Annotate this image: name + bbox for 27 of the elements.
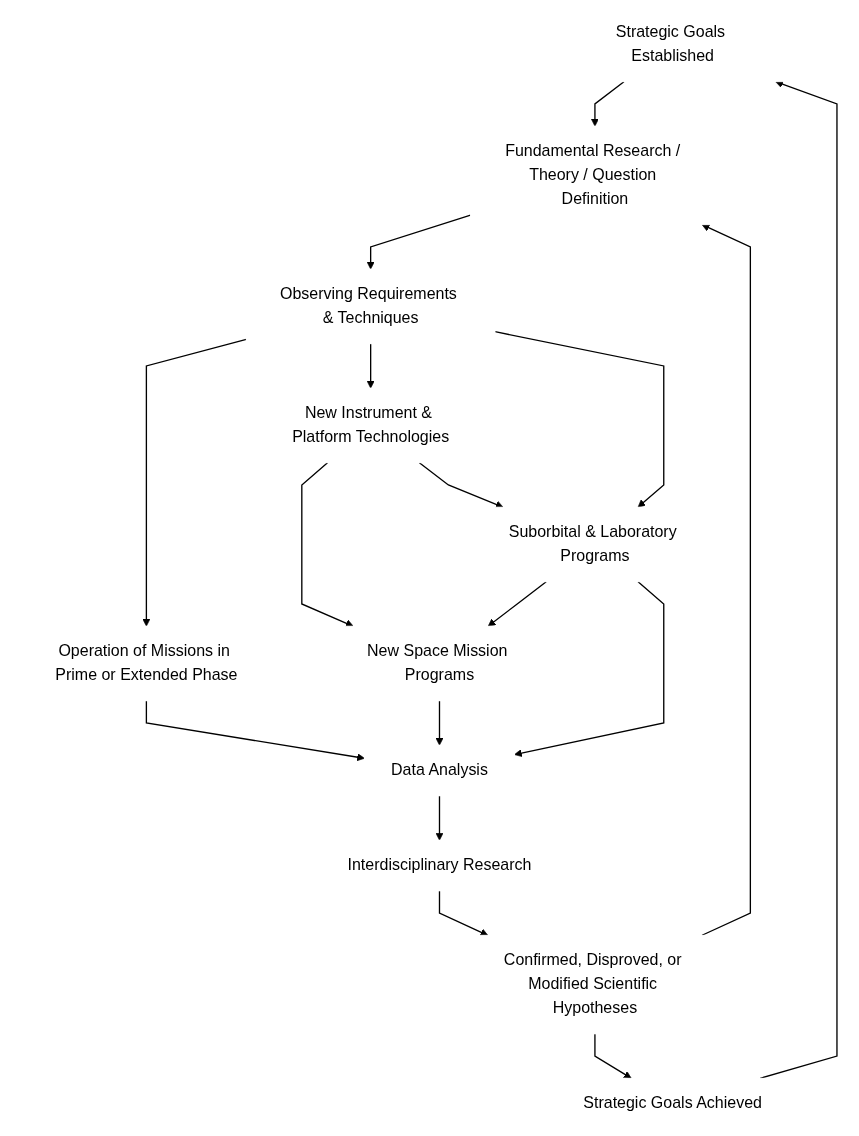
arrow: [366, 343, 375, 389]
arrow: [591, 81, 625, 127]
node-text: Operation of Missions in Prime or Extended Phase: [55, 642, 238, 684]
arrow: [145, 700, 365, 762]
node-text: Fundamental Research / Theory / Question Definition: [505, 142, 681, 208]
arrow: [142, 338, 247, 627]
node-text: Strategic Goals Established: [615, 23, 726, 65]
arrow: [366, 214, 472, 270]
arrow: [435, 700, 444, 746]
arrow: [594, 1033, 632, 1079]
node-text: Observing Requirements & Techniques: [280, 285, 457, 327]
arrow: [701, 224, 752, 936]
arrow: [759, 80, 838, 1079]
arrow: [487, 581, 547, 627]
arrow: [418, 462, 504, 509]
node-text: New Instrument & Platform Technologies: [292, 404, 450, 446]
node-text: Strategic Goals Achieved: [583, 1094, 762, 1113]
arrow: [435, 795, 444, 841]
arrow: [494, 331, 665, 508]
arrow: [514, 581, 665, 757]
node-text: Suborbital & Laboratory Programs: [508, 523, 677, 565]
node-text: Interdisciplinary Research: [347, 856, 532, 874]
arrow: [301, 462, 354, 627]
node-text: New Space Mission Programs: [367, 642, 508, 684]
arrow: [438, 890, 489, 936]
node-text: Data Analysis: [391, 761, 488, 779]
node-text: Confirmed, Disproved, or Modified Scientific Hypotheses: [503, 951, 682, 1017]
